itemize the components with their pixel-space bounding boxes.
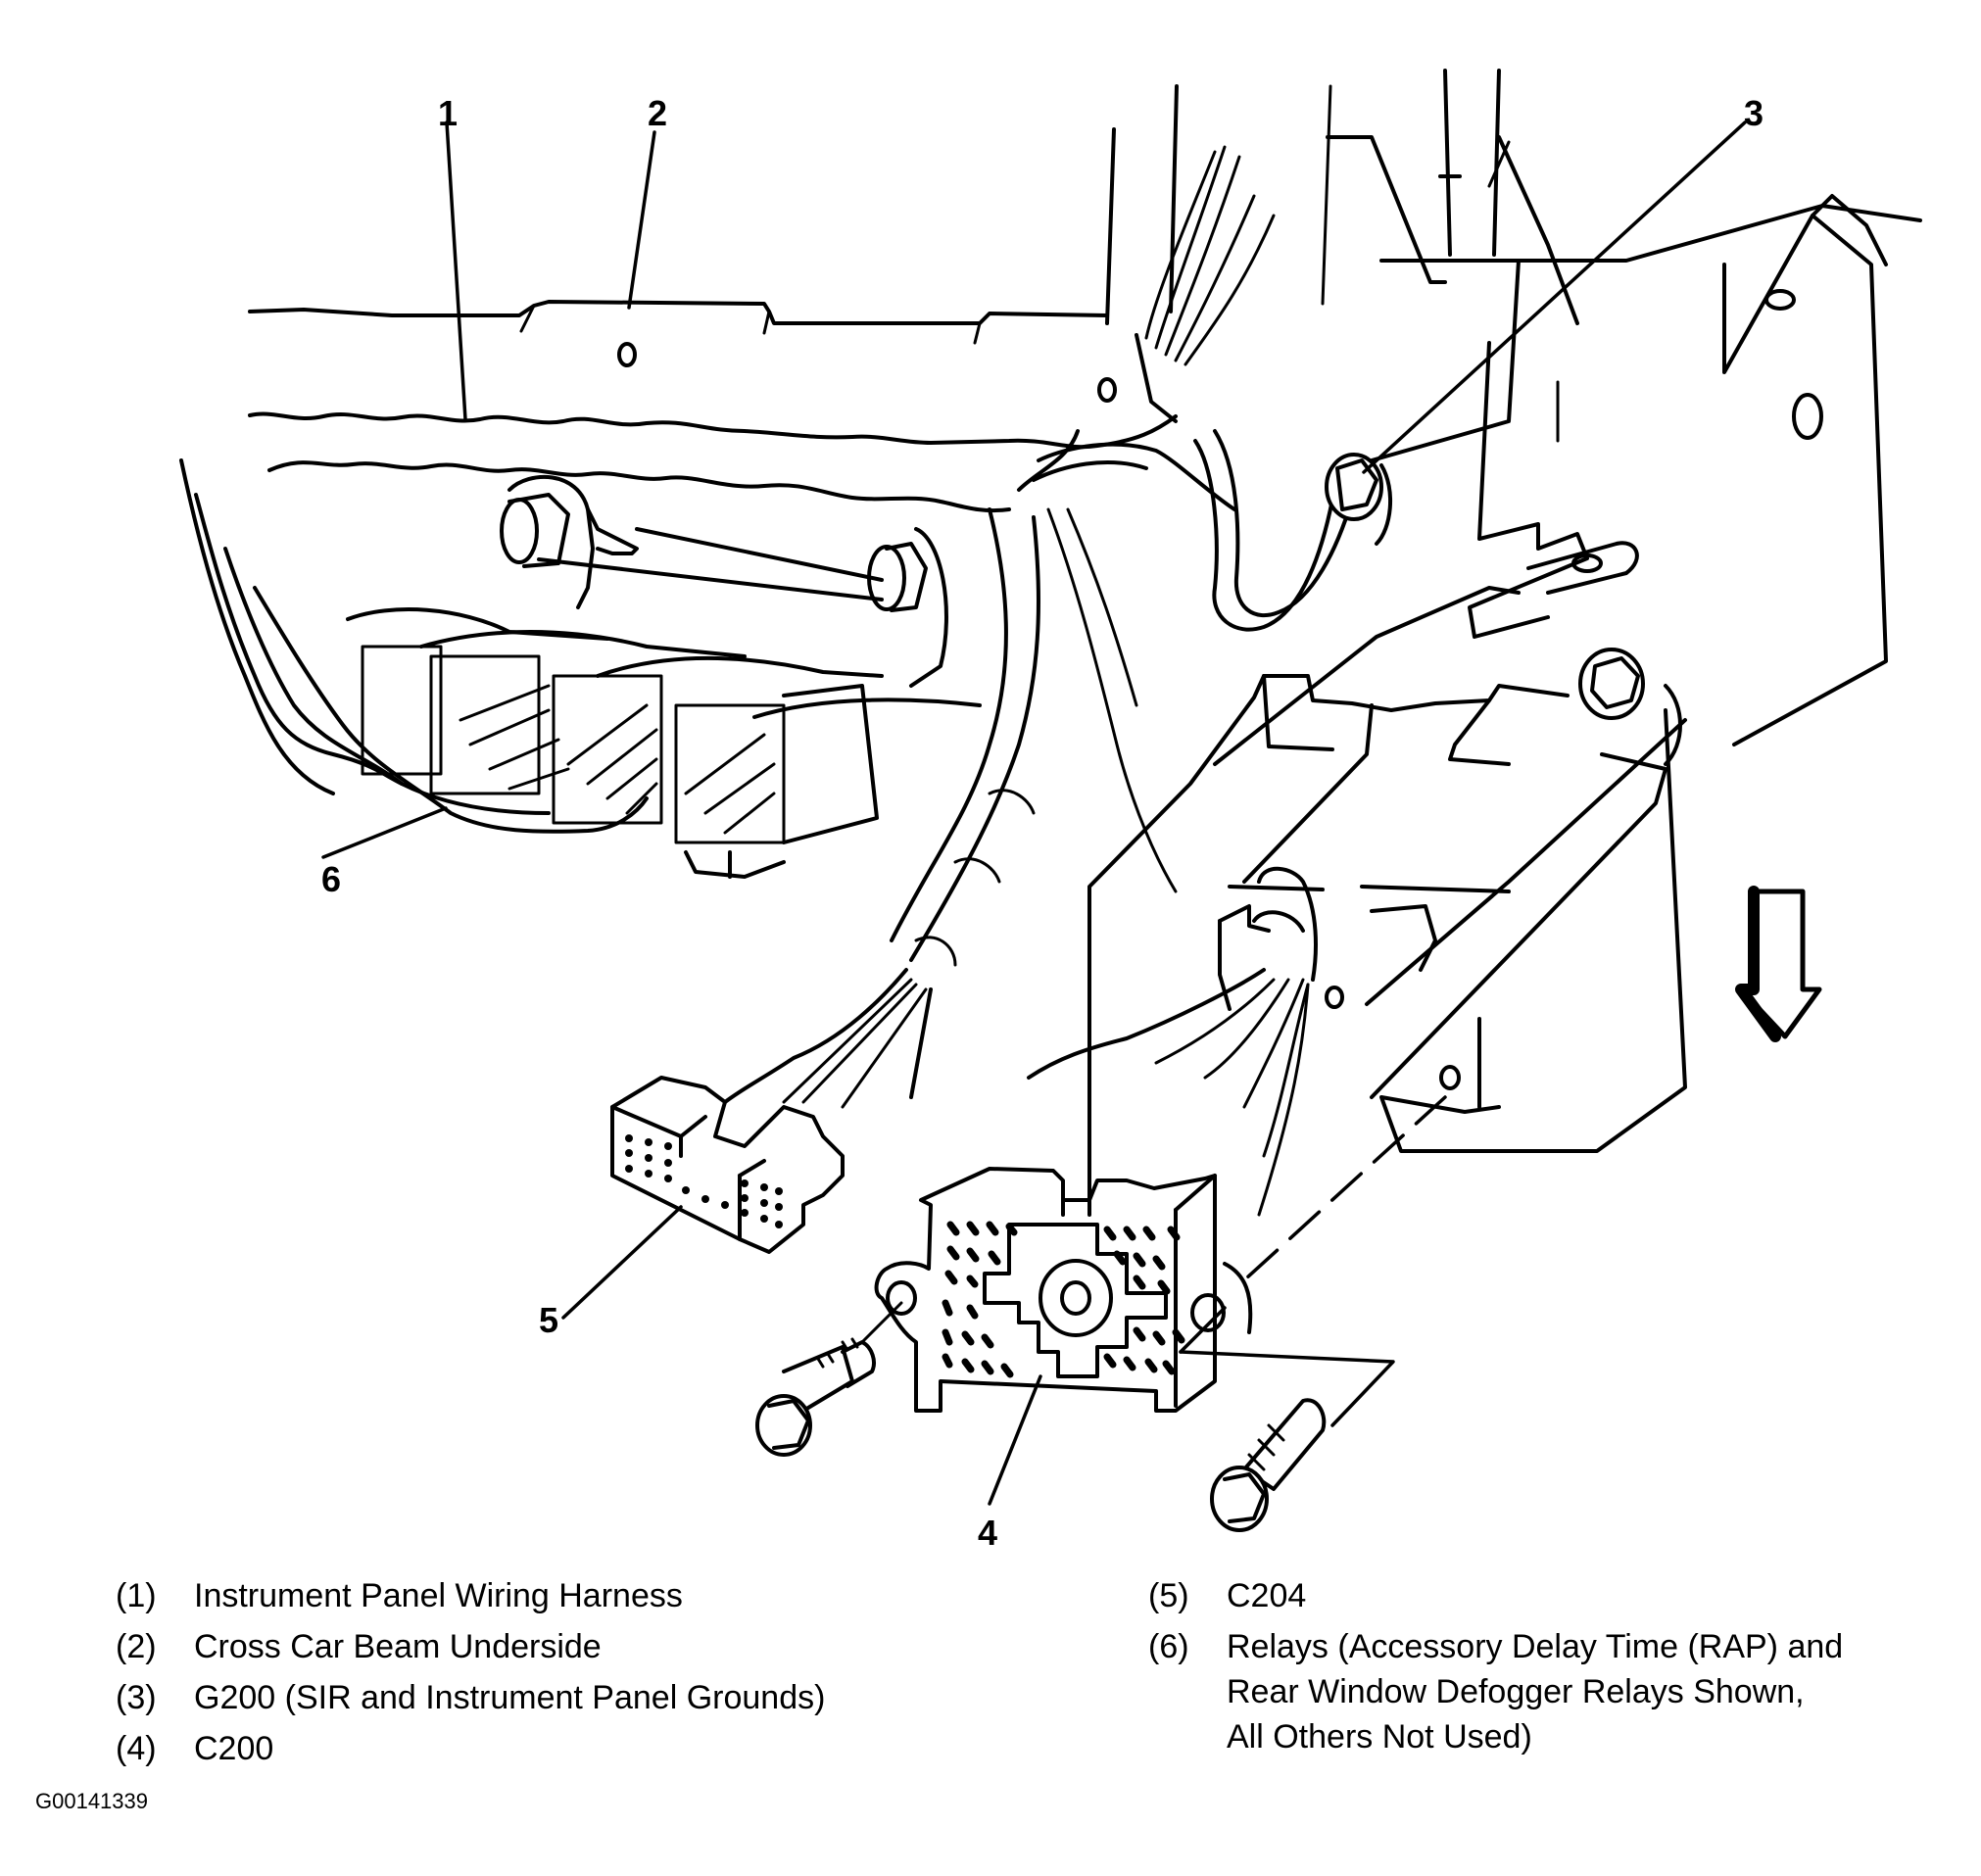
figure-id: G00141339 [35, 1789, 148, 1813]
legend-number: (3) [116, 1679, 157, 1716]
callout-4: 4 [978, 1513, 998, 1553]
harness-branch [890, 429, 1178, 967]
legend-number: (2) [116, 1628, 157, 1665]
leader-lines [321, 120, 1747, 1506]
down-arrow-icon [1735, 886, 1822, 1042]
bolt-right [1210, 1398, 1327, 1532]
legend-text: G200 (SIR and Instrument Panel Grounds) [194, 1679, 826, 1716]
legend-number: (1) [116, 1577, 157, 1614]
legend-text: Instrument Panel Wiring Harness [194, 1577, 683, 1614]
legend-number: (5) [1148, 1577, 1189, 1614]
legend-text: C200 [194, 1730, 274, 1767]
g200-ground [1032, 429, 1393, 632]
legend-number: (4) [116, 1730, 157, 1767]
wiring-harness-illustration [179, 69, 1922, 1532]
c204-pins [625, 1134, 783, 1228]
legend-number: (6) [1148, 1628, 1189, 1665]
callout-1: 1 [438, 93, 459, 133]
legend-text-continuation: All Others Not Used) [1227, 1718, 1532, 1756]
upper-structure [1105, 69, 1922, 746]
legend-text-continuation: Rear Window Defogger Relays Shown, [1227, 1673, 1805, 1710]
wire-bundle-top [1135, 145, 1276, 423]
legend-text: C204 [1227, 1577, 1307, 1614]
callout-2: 2 [648, 93, 668, 133]
c200-pins [942, 1221, 1185, 1378]
callout-5: 5 [539, 1300, 559, 1340]
lower-bracket [1087, 586, 1687, 1359]
legend-text: Cross Car Beam Underside [194, 1628, 602, 1665]
legend-text: Relays (Accessory Delay Time (RAP) and [1227, 1628, 1844, 1665]
relay-bank [179, 458, 982, 879]
c204-connector [610, 968, 933, 1254]
c200-connector [874, 1167, 1253, 1413]
callout-3: 3 [1744, 93, 1764, 133]
c200-harness [1027, 866, 1318, 1217]
cross-car-beam [248, 300, 1178, 513]
callout-6: 6 [321, 859, 342, 899]
bolt-left [755, 1301, 903, 1457]
